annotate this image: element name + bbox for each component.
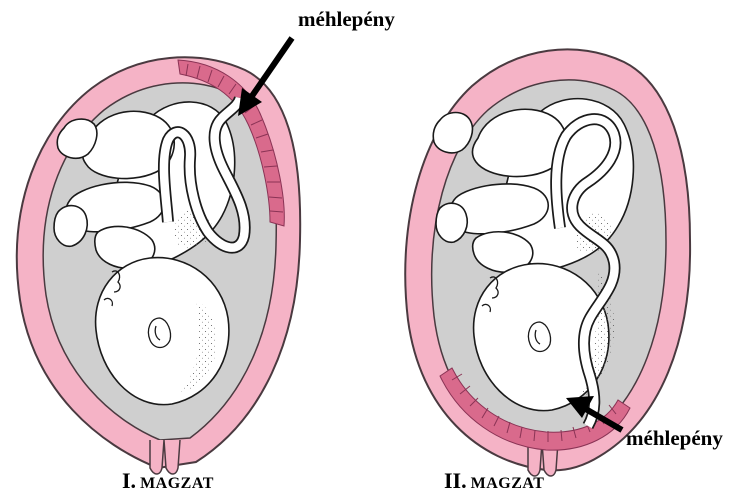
caption-1-numeral: I. xyxy=(122,468,136,493)
caption-fetus-1: I. MAGZAT xyxy=(122,468,214,494)
placenta-label-1: méhlepény xyxy=(298,7,395,32)
placenta-label-2: méhlepény xyxy=(626,426,723,451)
fetus-2-lower-foot xyxy=(436,203,467,242)
caption-1-word: MAGZAT xyxy=(140,475,214,492)
caption-fetus-2: II. MAGZAT xyxy=(444,468,544,494)
uterus-figure-1 xyxy=(17,57,300,474)
caption-2-word: MAGZAT xyxy=(471,475,545,492)
fetus-2-foot xyxy=(433,113,472,153)
caption-2-numeral: II. xyxy=(444,468,467,493)
uterus-figure-2 xyxy=(405,49,690,476)
